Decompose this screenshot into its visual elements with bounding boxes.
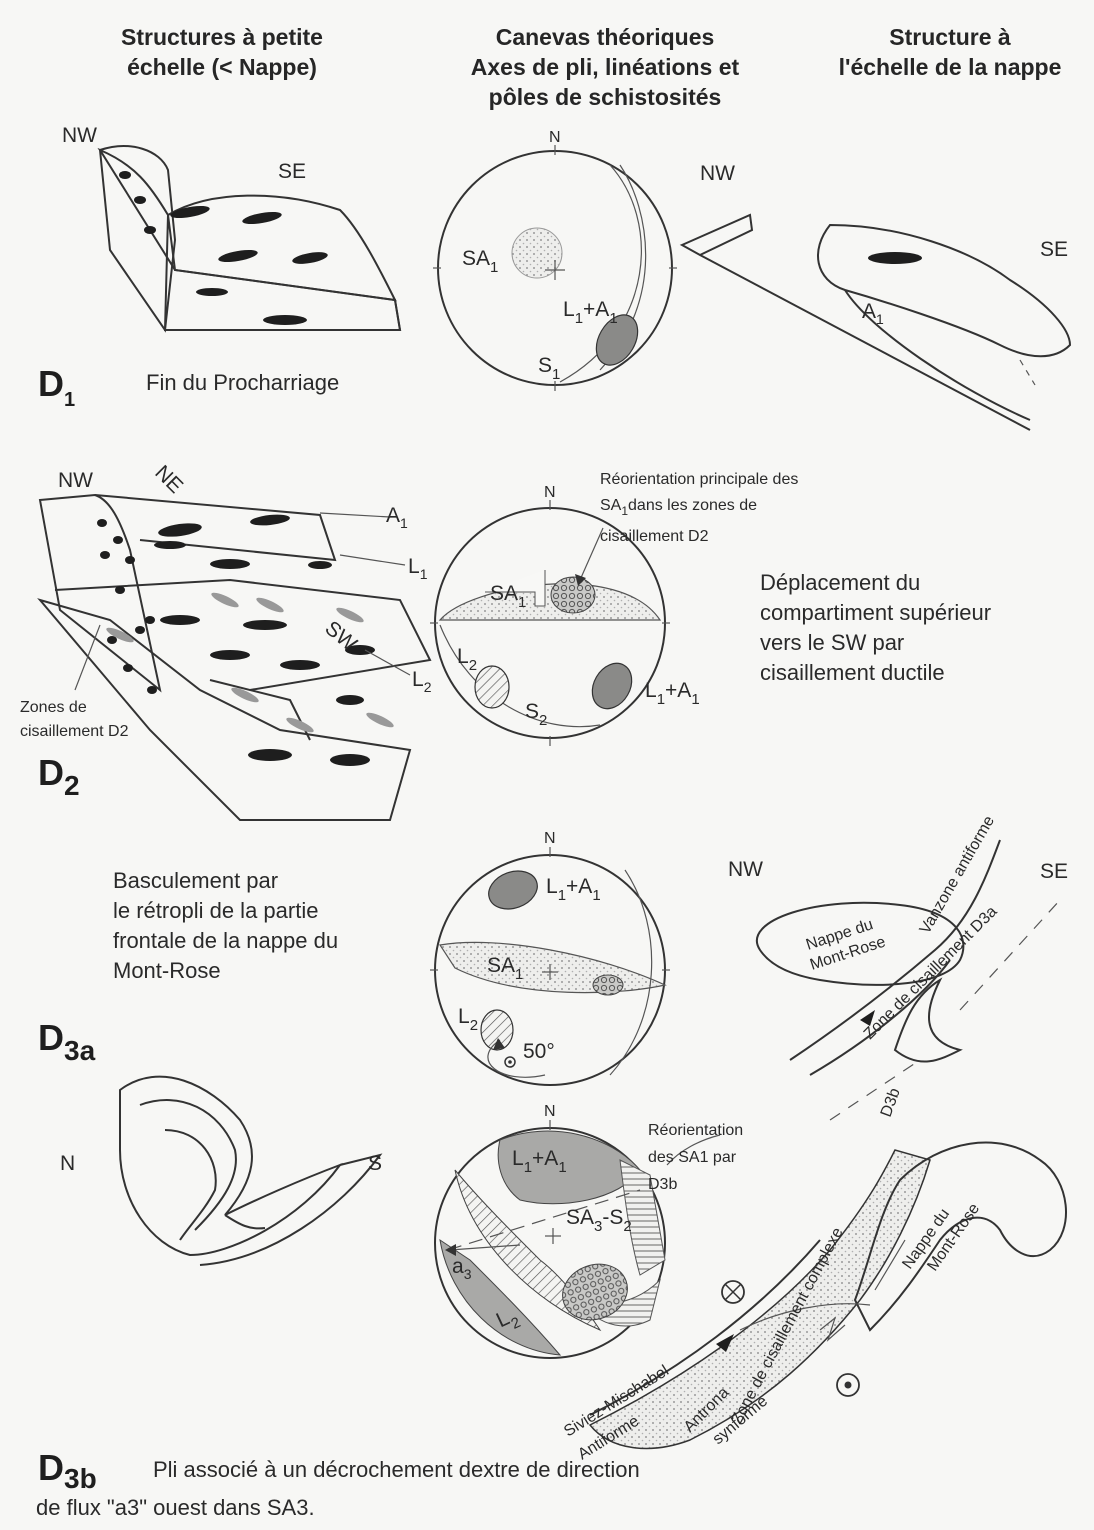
- d3b-reorientation-note: Réorientation des SA1 par D3b: [648, 1122, 743, 1193]
- d3a-nappe-structure: NW SE Nappe du Mont-Rose Vanzone antifor…: [728, 813, 1068, 1120]
- d3b-caption-line1: Pli associé à un décrochement dextre de …: [153, 1457, 640, 1482]
- header-col2-line3: pôles de schistosités: [489, 84, 722, 110]
- d1-net-sa: SA1: [462, 247, 498, 276]
- d2-description: Déplacement du compartiment supérieur ve…: [760, 570, 991, 685]
- d2-desc-line1: Déplacement du: [760, 570, 920, 595]
- d3b-tag-label: D3b: [878, 1086, 904, 1119]
- d3b-net-north: N: [544, 1103, 556, 1120]
- d2-net-l-a: L1+A1: [645, 679, 700, 708]
- header-col3-line1: Structure à: [889, 24, 1011, 50]
- d3a-stereonet: N L1+A1 SA1 L2 50°: [430, 830, 670, 1085]
- row-d2: NW NE SW A1 L1 L2 Zones de cisaillement …: [20, 461, 991, 820]
- row-d3b: N S N L1+A1 SA3-S2 a3 L2 Réorientation d…: [36, 1077, 1066, 1520]
- d3b-reo-line2: des SA1 par: [648, 1149, 737, 1166]
- d3a-desc-line1: Basculement par: [113, 868, 278, 893]
- d3b-stereonet: N L1+A1 SA3-S2 a3 L2: [435, 1103, 720, 1358]
- d3b-reo-line1: Réorientation: [648, 1122, 743, 1139]
- d1-stereonet: N SA1 L1+A1 S1: [433, 129, 677, 391]
- d1-caption: Fin du Procharriage: [146, 370, 339, 395]
- d2-reo-line1: Réorientation principale des: [600, 471, 798, 488]
- d3a-row-label: D3a: [38, 1017, 96, 1066]
- d3b-row-label: D3b: [38, 1447, 97, 1494]
- d2-reo-line2: SA1dans les zones de: [600, 497, 757, 518]
- d2-desc-line4: cisaillement ductile: [760, 660, 945, 685]
- d3a-net-l-a: L1+A1: [546, 875, 601, 904]
- d2-net-s2: S2: [525, 700, 547, 729]
- d3b-fold-s-label: S: [368, 1152, 382, 1175]
- row-d1: NW SE N SA1 L1+A1 S1 N: [38, 124, 1070, 430]
- d2-desc-line3: vers le SW par: [760, 630, 904, 655]
- d3b-reo-line3: D3b: [648, 1176, 677, 1193]
- d2-zones-label-line1: Zones de: [20, 699, 87, 716]
- d1-net-north: N: [549, 129, 561, 146]
- d3a-net-l2: L2: [458, 1005, 478, 1034]
- d3a-desc-line2: le rétropli de la partie: [113, 898, 318, 923]
- d2-net-l2: L2: [457, 645, 477, 674]
- d2-l1-label: L1: [408, 555, 428, 582]
- d2-block-diagram: NW NE SW A1 L1 L2 Zones de cisaillement …: [20, 461, 432, 820]
- d2-net-north: N: [544, 484, 556, 501]
- row-d3a: Basculement par le rétropli de la partie…: [38, 813, 1068, 1120]
- d2-zones-label-line2: cisaillement D2: [20, 723, 129, 740]
- d3a-description: Basculement par le rétropli de la partie…: [113, 868, 338, 983]
- d1-block-nw-label: NW: [62, 124, 97, 147]
- d1-nappe-a-label: A1: [862, 300, 884, 327]
- header-col2-line2: Axes de pli, linéations et: [471, 54, 740, 80]
- d1-nappe-nw-label: NW: [700, 162, 735, 185]
- d2-stereonet: N SA1 L2 S2 L1+A1: [430, 484, 700, 746]
- header-col3-line2: l'échelle de la nappe: [839, 54, 1062, 80]
- d2-reorientation-note: Réorientation principale des SA1dans les…: [600, 471, 798, 545]
- d2-desc-line2: compartiment supérieur: [760, 600, 991, 625]
- d1-net-s: S1: [538, 354, 560, 383]
- d1-block-diagram: NW SE: [62, 124, 400, 330]
- d3b-nappe-structure: D3b Zone de cisaillement complexe Nappe …: [561, 1086, 1066, 1464]
- d3a-angle-label: 50°: [523, 1040, 555, 1063]
- d2-block-nw-label: NW: [58, 469, 93, 492]
- d1-row-label: D1: [38, 363, 75, 411]
- d3a-net-north: N: [544, 830, 556, 847]
- d3a-nappe-se-label: SE: [1040, 860, 1068, 883]
- d3a-nappe-nw-label: NW: [728, 858, 763, 881]
- d1-block-se-label: SE: [278, 160, 306, 183]
- d2-reo-line3: cisaillement D2: [600, 528, 709, 545]
- d2-a1-label: A1: [386, 504, 408, 531]
- column-headers: Structures à petite échelle (< Nappe) Ca…: [121, 24, 1061, 110]
- d3b-fold-n-label: N: [60, 1152, 75, 1175]
- d3a-desc-line3: frontale de la nappe du: [113, 928, 338, 953]
- d2-block-ne-label: NE: [150, 461, 187, 498]
- d1-net-l-a: L1+A1: [563, 298, 618, 327]
- d2-l2-label: L2: [412, 668, 432, 695]
- d3b-caption-line2: de flux "a3" ouest dans SA3.: [36, 1495, 315, 1520]
- d1-nappe-se-label: SE: [1040, 238, 1068, 261]
- header-col2-line1: Canevas théoriques: [496, 24, 715, 50]
- header-col1-line2: échelle (< Nappe): [127, 54, 317, 80]
- d2-row-label: D2: [38, 752, 80, 801]
- d1-nappe-structure: NW SE A1: [682, 162, 1070, 430]
- d3b-net-sa3: SA3-S2: [566, 1206, 632, 1235]
- d3b-fold-diagram: N S: [60, 1077, 382, 1265]
- d3a-desc-line4: Mont-Rose: [113, 958, 221, 983]
- header-col1-line1: Structures à petite: [121, 24, 323, 50]
